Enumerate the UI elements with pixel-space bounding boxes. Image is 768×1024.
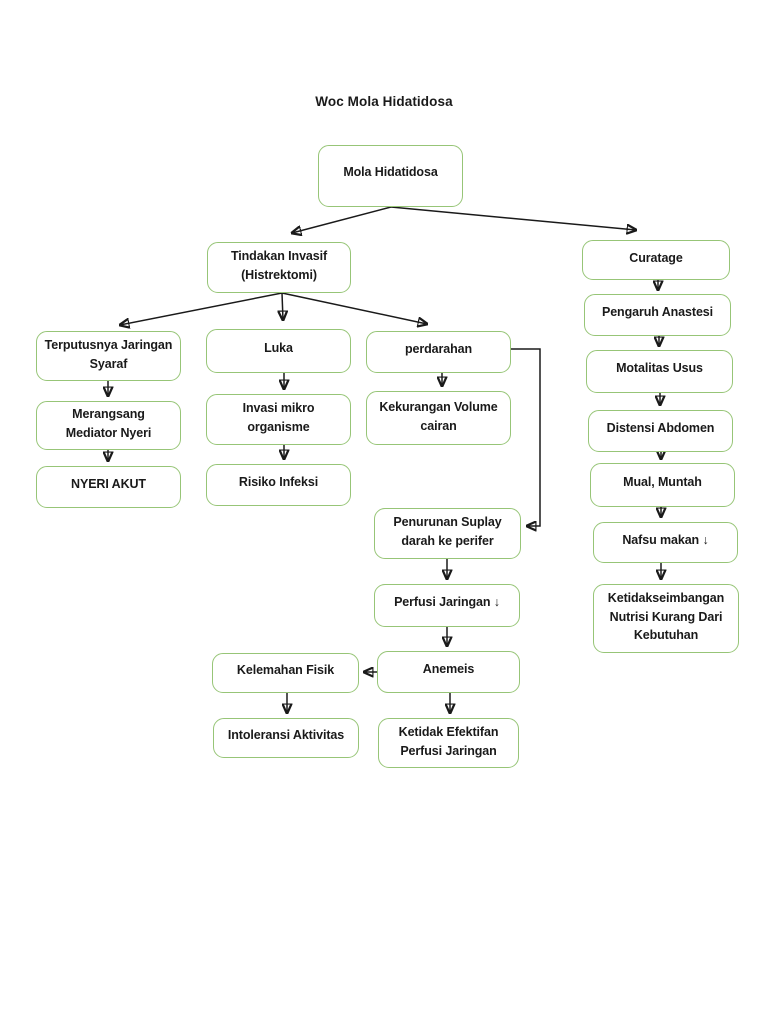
node-distensi-abdomen: Distensi Abdomen	[588, 410, 733, 452]
edge-mola-to-curatage	[390, 206, 636, 230]
node-luka: Luka	[206, 329, 351, 373]
node-penurunan-suplay-darah: Penurunan Suplay darah ke perifer	[374, 508, 521, 559]
node-motalitas-usus: Motalitas Usus	[586, 350, 733, 393]
edge-tindakan-to-perdarahan	[281, 292, 427, 324]
diagram-title: Woc Mola Hidatidosa	[315, 94, 453, 109]
node-merangsang-mediator-nyeri: Merangsang Mediator Nyeri	[36, 401, 181, 450]
edge-tindakan-to-luka	[282, 292, 283, 320]
node-mual-muntah: Mual, Muntah	[590, 463, 735, 507]
node-invasi-mikro-organisme: Invasi mikro organisme	[206, 394, 351, 445]
node-nyeri-akut: NYERI AKUT	[36, 466, 181, 508]
node-risiko-infeksi: Risiko Infeksi	[206, 464, 351, 506]
node-perdarahan: perdarahan	[366, 331, 511, 373]
node-kelemahan-fisik: Kelemahan Fisik	[212, 653, 359, 693]
node-curatage: Curatage	[582, 240, 730, 280]
edge-mola-to-tindakan	[292, 206, 392, 233]
edge-perdarahan-to-penurunan	[511, 348, 541, 526]
node-pengaruh-anastesi: Pengaruh Anastesi	[584, 294, 731, 336]
edge-tindakan-to-terputusnya	[120, 292, 283, 325]
node-kekurangan-volume-cairan: Kekurangan Volume cairan	[366, 391, 511, 445]
node-ketidakseimbangan-nutrisi: Ketidakseimbangan Nutrisi Kurang Dari Ke…	[593, 584, 739, 653]
node-intoleransi-aktivitas: Intoleransi Aktivitas	[213, 718, 359, 758]
node-terputusnya-jaringan-syaraf: Terputusnya Jaringan Syaraf	[36, 331, 181, 381]
node-mola-hidatidosa: Mola Hidatidosa	[318, 145, 463, 207]
node-nafsu-makan: Nafsu makan ↓	[593, 522, 738, 563]
node-ketidak-efektifan-perfusi: Ketidak Efektifan Perfusi Jaringan	[378, 718, 519, 768]
node-anemeis: Anemeis	[377, 651, 520, 693]
node-tindakan-invasif: Tindakan Invasif (Histrektomi)	[207, 242, 351, 293]
node-perfusi-jaringan: Perfusi Jaringan ↓	[374, 584, 520, 627]
